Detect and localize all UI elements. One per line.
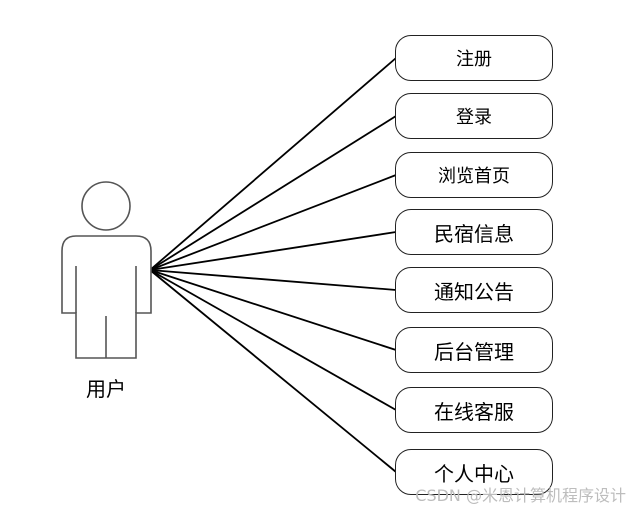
association-line-8 [149,269,397,473]
use-case-notice[interactable]: 通知公告 [395,267,553,313]
association-lines [149,57,397,473]
use-case-login[interactable]: 登录 [395,93,553,139]
association-line-2 [149,115,397,271]
association-line-6 [149,269,397,351]
association-line-4 [149,231,397,271]
actor-figure [61,181,152,359]
association-line-3 [149,174,397,271]
use-case-browse-home[interactable]: 浏览首页 [395,152,553,198]
actor-head [81,181,131,231]
actor-label: 用户 [86,377,126,401]
use-case-backend-management[interactable]: 后台管理 [395,327,553,373]
use-case-personal-center[interactable]: 个人中心 [395,449,553,495]
association-line-1 [149,57,397,271]
association-line-7 [149,269,397,411]
actor-body [61,235,152,359]
use-case-register[interactable]: 注册 [395,35,553,81]
association-line-5 [149,269,397,291]
use-case-online-service[interactable]: 在线客服 [395,387,553,433]
use-case-homestay-info[interactable]: 民宿信息 [395,209,553,255]
watermark-text: CSDN @米恩计算机程序设计 [415,486,626,505]
